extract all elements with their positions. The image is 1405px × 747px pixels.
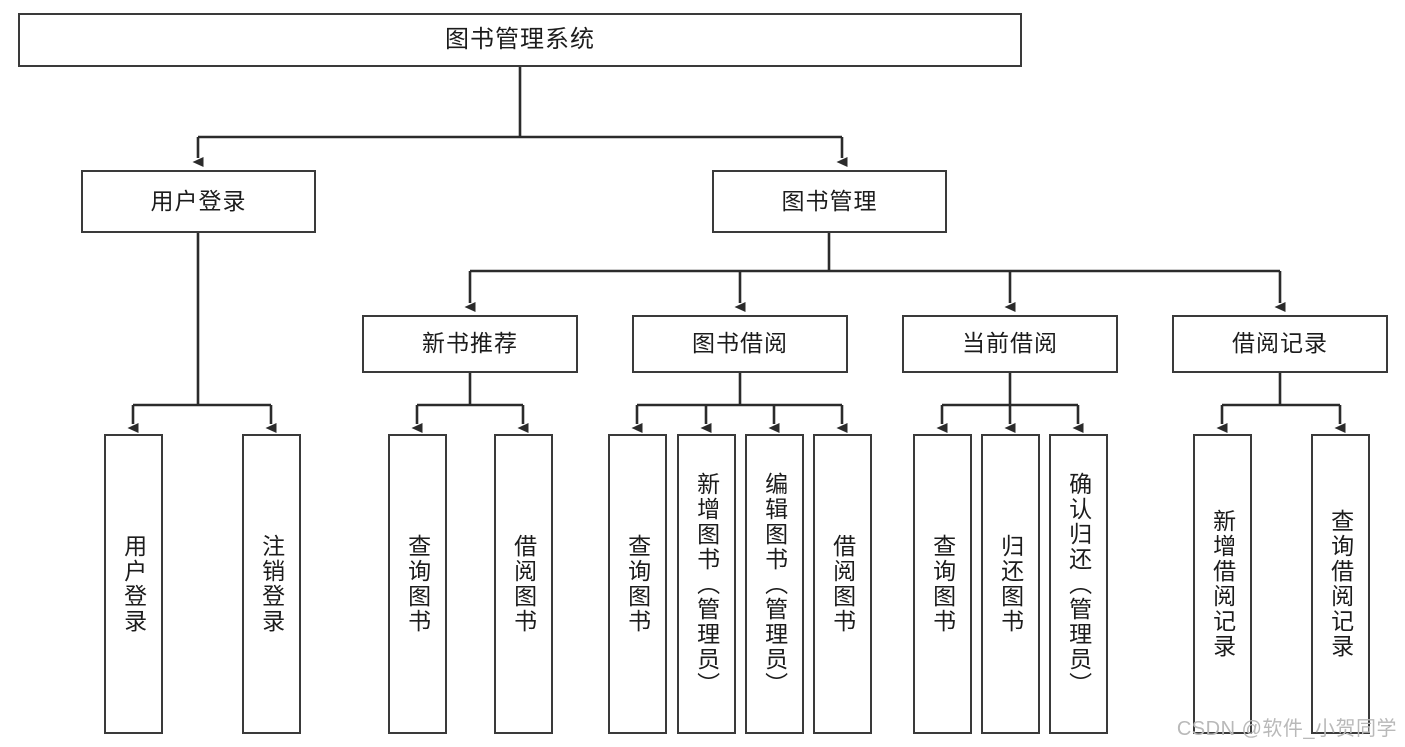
leaf-label: 查询图书 [929,534,956,634]
node-user-login[interactable]: 用户登录 [81,170,316,233]
node-label: 当前借阅 [962,330,1058,357]
leaf-records-query-record[interactable]: 查询借阅记录 [1311,434,1370,734]
node-label: 图书管理 [781,187,878,214]
leaf-records-add-record[interactable]: 新增借阅记录 [1193,434,1252,734]
leaf-current-query-books[interactable]: 查询图书 [913,434,972,734]
leaf-logout[interactable]: 注销登录 [242,434,301,734]
edges-current-to-leaves [936,373,1084,433]
leaf-label: 注销登录 [258,534,285,634]
node-label: 借阅记录 [1232,330,1328,357]
node-book-management[interactable]: 图书管理 [712,170,947,233]
node-current-borrowing[interactable]: 当前借阅 [902,315,1118,373]
leaf-current-return-books[interactable]: 归还图书 [981,434,1040,734]
leaf-borrow-add-book-admin[interactable]: 新增图书（管理员） [677,434,736,734]
edges-bookmgmt-to-level3 [464,233,1286,312]
node-borrowing-records[interactable]: 借阅记录 [1172,315,1388,373]
leaf-current-confirm-return-admin[interactable]: 确认归还（管理员） [1049,434,1108,734]
leaf-label: 查询图书 [404,534,431,634]
edges-borrow-to-leaves [631,373,848,433]
leaf-label: 查询借阅记录 [1327,509,1354,659]
leaf-label: 确认归还（管理员） [1065,471,1092,697]
node-label: 图书借阅 [692,330,788,357]
leaf-newbook-query-books[interactable]: 查询图书 [388,434,447,734]
leaf-label: 新增图书（管理员） [693,471,720,697]
leaf-borrow-edit-book-admin[interactable]: 编辑图书（管理员） [745,434,804,734]
leaf-label: 借阅图书 [510,534,537,634]
leaf-label: 借阅图书 [829,534,856,634]
node-label: 图书管理系统 [445,25,595,53]
leaf-label: 查询图书 [624,534,651,634]
node-new-book-recommendation[interactable]: 新书推荐 [362,315,578,373]
node-root-book-management-system[interactable]: 图书管理系统 [18,13,1022,67]
node-book-borrowing[interactable]: 图书借阅 [632,315,848,373]
watermark: CSDN @软件_小贺同学 [1176,718,1397,740]
leaf-label: 归还图书 [997,534,1024,634]
edges-userlogin-to-leaves [127,233,277,433]
leaf-borrow-borrow-books[interactable]: 借阅图书 [813,434,872,734]
node-label: 用户登录 [150,187,247,214]
edges-newbook-to-leaves [411,373,529,433]
leaf-user-login[interactable]: 用户登录 [104,434,163,734]
node-label: 新书推荐 [422,330,518,357]
leaf-newbook-borrow-books[interactable]: 借阅图书 [494,434,553,734]
edges-records-to-leaves [1216,373,1346,433]
leaf-label: 新增借阅记录 [1209,509,1236,659]
edges-root-to-level2 [192,67,848,167]
leaf-label: 编辑图书（管理员） [761,471,788,697]
leaf-label: 用户登录 [120,534,147,634]
leaf-borrow-query-books[interactable]: 查询图书 [608,434,667,734]
